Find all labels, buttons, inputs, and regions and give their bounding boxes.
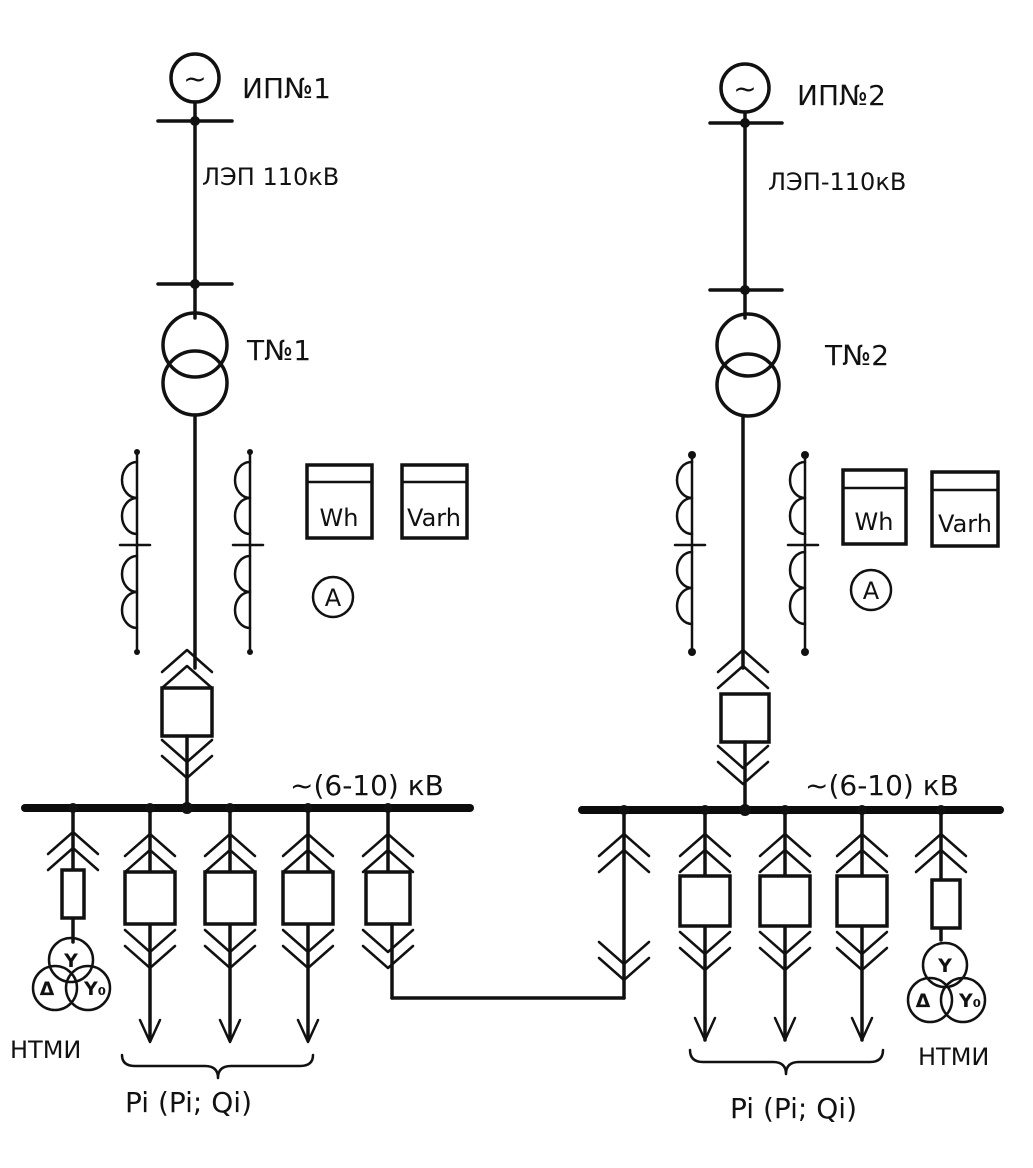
- ammeter-1-label: A: [325, 584, 342, 612]
- current-transformer-2a: [673, 451, 707, 656]
- line-1-bottom-node: [190, 279, 200, 289]
- ammeter-1: [311, 575, 355, 619]
- feeder-cell-2-1: [678, 808, 732, 1042]
- incoming-breaker-2: [716, 648, 771, 810]
- transformer-1: [161, 311, 229, 417]
- load-brace-2: [688, 1048, 885, 1076]
- vt-2-symbol-wye-grounded: Y₀: [958, 990, 981, 1012]
- voltage-transformer-1: [31, 936, 112, 1012]
- vt-1-symbol-wye: Y: [63, 950, 78, 972]
- feeder-cell-1-1: [123, 806, 177, 1044]
- source-2-symbol: ~: [733, 72, 756, 105]
- vt-2-fuse: [930, 878, 962, 930]
- ammeter-2-label: A: [863, 577, 880, 605]
- vt-2-symbol-wye: Y: [937, 955, 952, 977]
- feeder-cell-1-3: [281, 806, 335, 1044]
- current-transformer-1a: [118, 449, 152, 655]
- line-2-top-node: [740, 118, 750, 128]
- load-1-label: Pi (Pi; Qi): [125, 1086, 252, 1119]
- bus-1-voltage-label: ~(6-10) кВ: [290, 769, 444, 802]
- feeder-cell-1-2: [203, 806, 257, 1044]
- line-2-bottom-node: [740, 285, 750, 295]
- voltage-transformer-2: [906, 941, 987, 1024]
- line-1-label: ЛЭП 110кВ: [202, 163, 339, 191]
- vt-2-symbol-delta: Δ: [916, 990, 931, 1012]
- transformer-1-label: Т№1: [246, 334, 311, 367]
- energy-meter-varh-2: [930, 470, 1000, 548]
- line-2-label: ЛЭП-110кВ: [768, 168, 906, 196]
- vt-1-label: НТМИ: [10, 1036, 81, 1064]
- energy-meter-varh-2-label: Varh: [938, 510, 992, 538]
- bus-tie-breaker: [361, 806, 415, 1000]
- vt-1-fuse: [60, 868, 86, 920]
- energy-meter-varh-1-label: Varh: [407, 504, 461, 532]
- bus-2-voltage-label: ~(6-10) кВ: [805, 769, 959, 802]
- ammeter-2: [849, 568, 893, 612]
- current-transformer-1b: [231, 449, 265, 655]
- source-1-symbol: ~: [183, 62, 206, 95]
- transformer-2: [715, 312, 781, 418]
- energy-meter-wh-2-label: Wh: [855, 508, 894, 536]
- source-2-label: ИП№2: [797, 79, 886, 112]
- feeder-cell-2-2: [758, 808, 812, 1042]
- load-2-label: Pi (Pi; Qi): [730, 1092, 857, 1125]
- vt-1-symbol-delta: Δ: [40, 978, 55, 1000]
- voltage-transformer-cell-2: [914, 808, 968, 942]
- energy-meter-wh-1-label: Wh: [320, 504, 359, 532]
- energy-meter-varh-1: [400, 463, 469, 540]
- right-substation: ~ ИП№2 ЛЭП-110кВ Т№2: [578, 62, 1004, 1125]
- load-brace-1: [120, 1053, 315, 1080]
- source-1-label: ИП№1: [242, 72, 331, 105]
- line-1-top-node: [190, 116, 200, 126]
- voltage-transformer-cell-1: [46, 806, 100, 944]
- energy-meter-wh-1: [305, 463, 374, 540]
- left-substation: ~ ИП№1 ЛЭП 110кВ Т№1: [10, 52, 474, 1119]
- energy-meter-wh-2: [841, 468, 908, 546]
- feeder-cell-2-3: [835, 808, 889, 1042]
- incoming-breaker-1: [160, 648, 214, 808]
- vt-2-label: НТМИ: [918, 1043, 989, 1071]
- vt-1-symbol-wye-grounded: Y₀: [83, 978, 106, 1000]
- current-transformer-2b: [786, 451, 820, 656]
- bus-tie-disconnector: [597, 808, 651, 1000]
- transformer-2-label: Т№2: [824, 339, 889, 372]
